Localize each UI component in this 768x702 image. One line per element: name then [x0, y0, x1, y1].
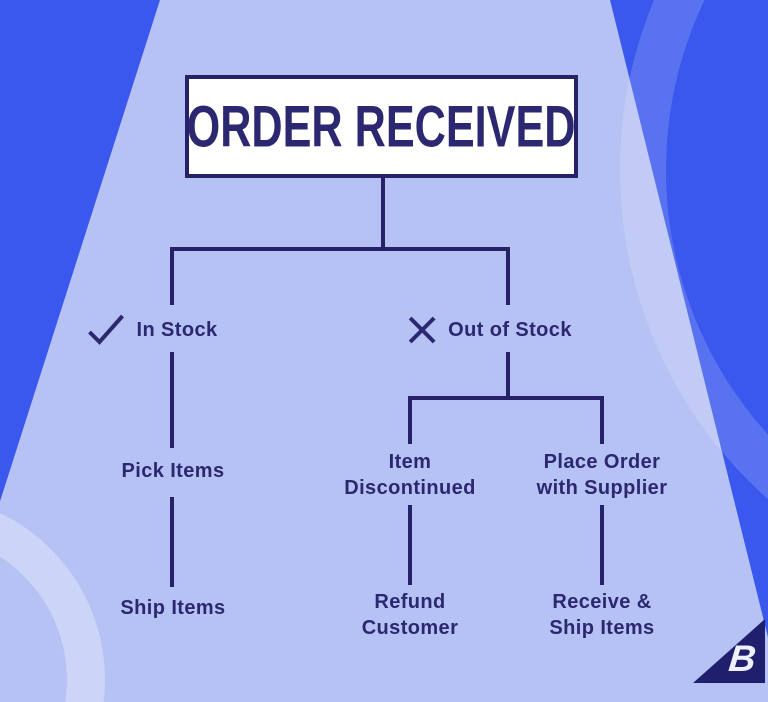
node-receive-ship-items: Receive & Ship Items: [549, 589, 654, 641]
node-out-of-stock: Out of Stock: [406, 314, 572, 346]
connector-line: [600, 396, 604, 444]
connector-line: [506, 247, 510, 305]
node-label-line: with Supplier: [536, 477, 668, 499]
node-label-line: Item: [388, 451, 432, 473]
connector-line: [506, 352, 510, 400]
node-label-line: Refund: [374, 591, 446, 613]
connector-line: [381, 178, 385, 251]
node-label-line: Receive &: [552, 591, 652, 613]
node-label-line: Ship Items: [549, 617, 655, 639]
node-refund-customer: Refund Customer: [362, 589, 459, 641]
node-label-line: Discontinued: [344, 477, 476, 499]
order-received-box: ORDER RECEIVED: [185, 75, 578, 178]
node-label: In Stock: [136, 319, 218, 341]
connector-line: [170, 247, 510, 251]
connector-line: [170, 247, 174, 305]
bigcommerce-logo: B: [693, 619, 765, 683]
node-item-discontinued: Item Discontinued: [344, 449, 475, 501]
connector-line: [408, 396, 412, 444]
node-label-line: Place Order: [543, 451, 661, 473]
bigcommerce-logo-letter: B: [727, 638, 759, 679]
order-received-title: ORDER RECEIVED: [187, 94, 576, 159]
node-label: Pick Items: [121, 460, 225, 482]
connector-line: [170, 352, 174, 448]
connector-line: [600, 505, 604, 585]
node-in-stock: In Stock: [87, 313, 218, 347]
node-label: Ship Items: [120, 597, 226, 619]
node-pick-items: Pick Items: [122, 458, 225, 484]
connector-line: [170, 497, 174, 587]
node-ship-items: Ship Items: [120, 595, 225, 621]
check-icon: [87, 313, 127, 347]
connector-line: [408, 396, 604, 400]
node-place-order-with-supplier: Place Order with Supplier: [537, 449, 668, 501]
node-label-line: Customer: [361, 617, 459, 639]
x-icon: [406, 314, 438, 346]
connector-line: [408, 505, 412, 585]
node-label: Out of Stock: [448, 319, 572, 341]
